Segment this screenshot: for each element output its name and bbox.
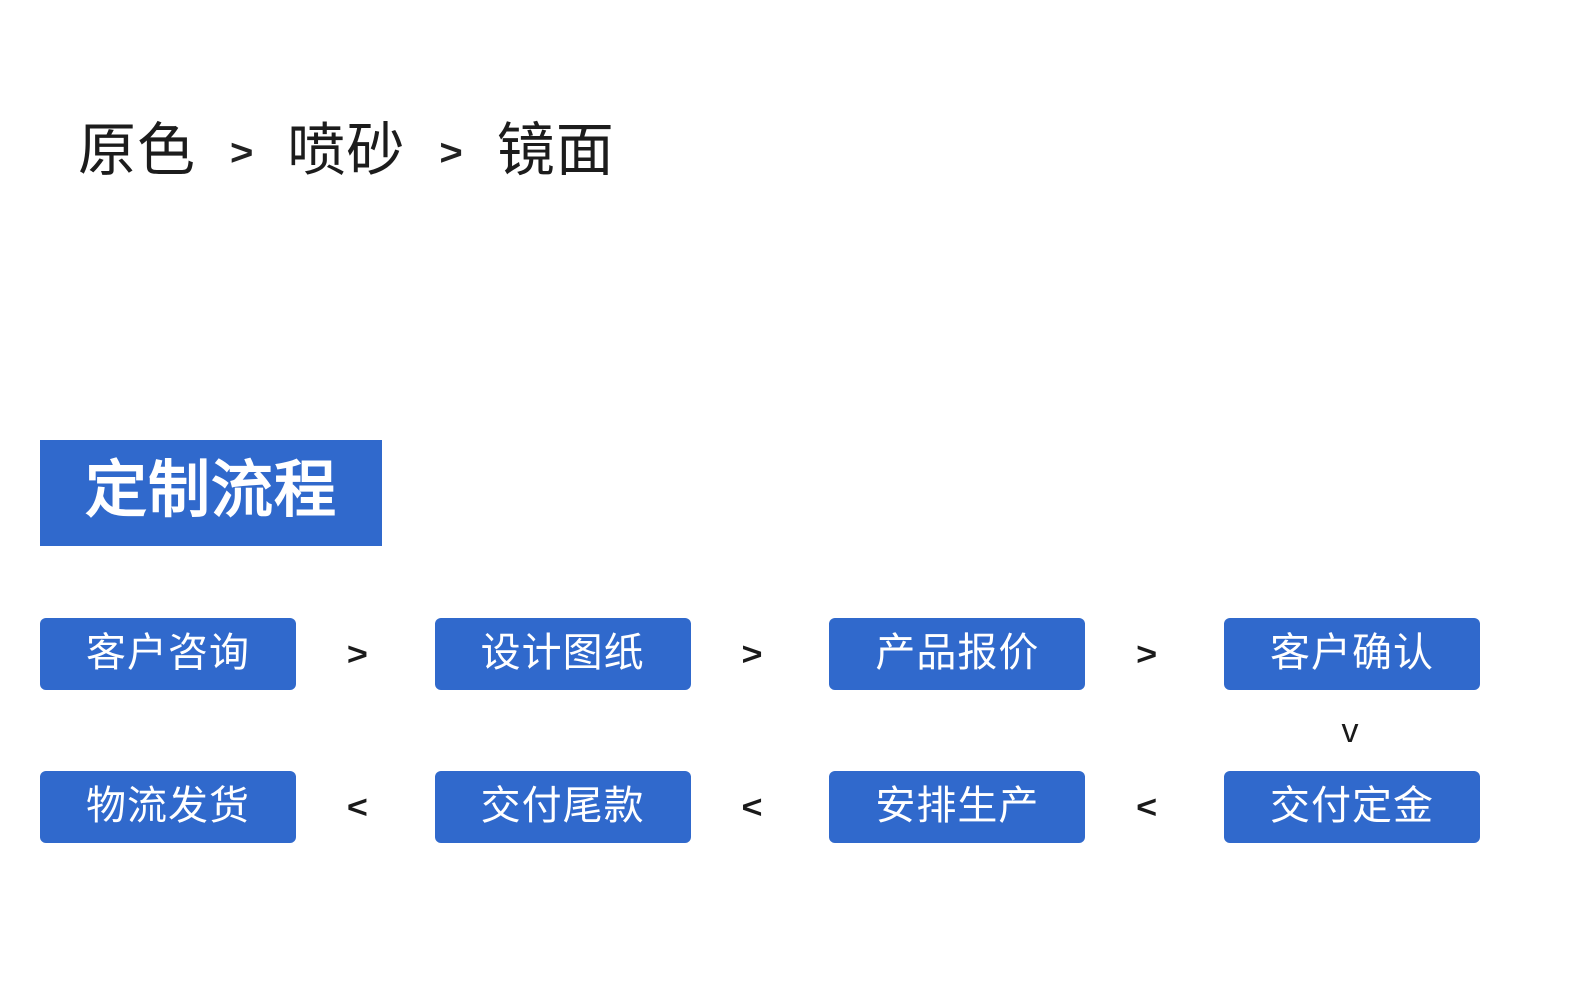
process-step-jiaofuweikuan[interactable]: 交付尾款	[434, 771, 691, 843]
process-step-label: 交付尾款	[480, 783, 645, 828]
chevron-right-icon: >	[741, 635, 763, 672]
chevron-left-icon: <	[741, 788, 763, 825]
process-flow-row-2: 物流发货 < 交付尾款 < 安排生产 < 交付定金	[40, 771, 1481, 843]
process-step-label: 客户咨询	[86, 630, 250, 675]
process-step-anpaishengchan[interactable]: 安排生产	[829, 771, 1086, 843]
chevron-right-icon: >	[1136, 635, 1158, 672]
process-step-label: 客户确认	[1270, 630, 1435, 675]
chevron-right-icon: >	[230, 132, 254, 174]
chevron-right-icon: >	[346, 635, 368, 672]
chevron-left-icon: <	[1136, 788, 1158, 825]
finish-option-yuanse: 原色	[78, 118, 197, 183]
process-step-label: 设计图纸	[480, 630, 645, 675]
process-step-wuliufahuo[interactable]: 物流发货	[40, 771, 296, 843]
process-step-label: 交付定金	[1270, 783, 1435, 828]
process-step-jiaofudingjin[interactable]: 交付定金	[1224, 771, 1481, 843]
section-heading-label: 定制流程	[84, 456, 337, 525]
chevron-down-icon: v	[1341, 712, 1359, 750]
process-step-kehuqueren[interactable]: 客户确认	[1224, 618, 1481, 690]
finish-options-row: 原色 > 喷砂 > 镜面	[78, 122, 615, 180]
chevron-right-icon: >	[439, 132, 463, 174]
process-step-chanpinbaojia[interactable]: 产品报价	[829, 618, 1086, 690]
finish-option-pensha: 喷砂	[287, 118, 406, 183]
finish-option-jingmian: 镜面	[496, 118, 615, 183]
process-step-kehuzixun[interactable]: 客户咨询	[40, 618, 296, 690]
process-flow-row-1: 客户咨询 > 设计图纸 > 产品报价 > 客户确认	[40, 618, 1481, 690]
process-step-label: 物流发货	[86, 783, 250, 828]
process-step-label: 安排生产	[875, 783, 1040, 828]
section-heading-badge: 定制流程	[40, 440, 382, 546]
chevron-left-icon: <	[346, 788, 368, 825]
process-step-shejituzhi[interactable]: 设计图纸	[434, 618, 691, 690]
process-step-label: 产品报价	[875, 630, 1040, 675]
